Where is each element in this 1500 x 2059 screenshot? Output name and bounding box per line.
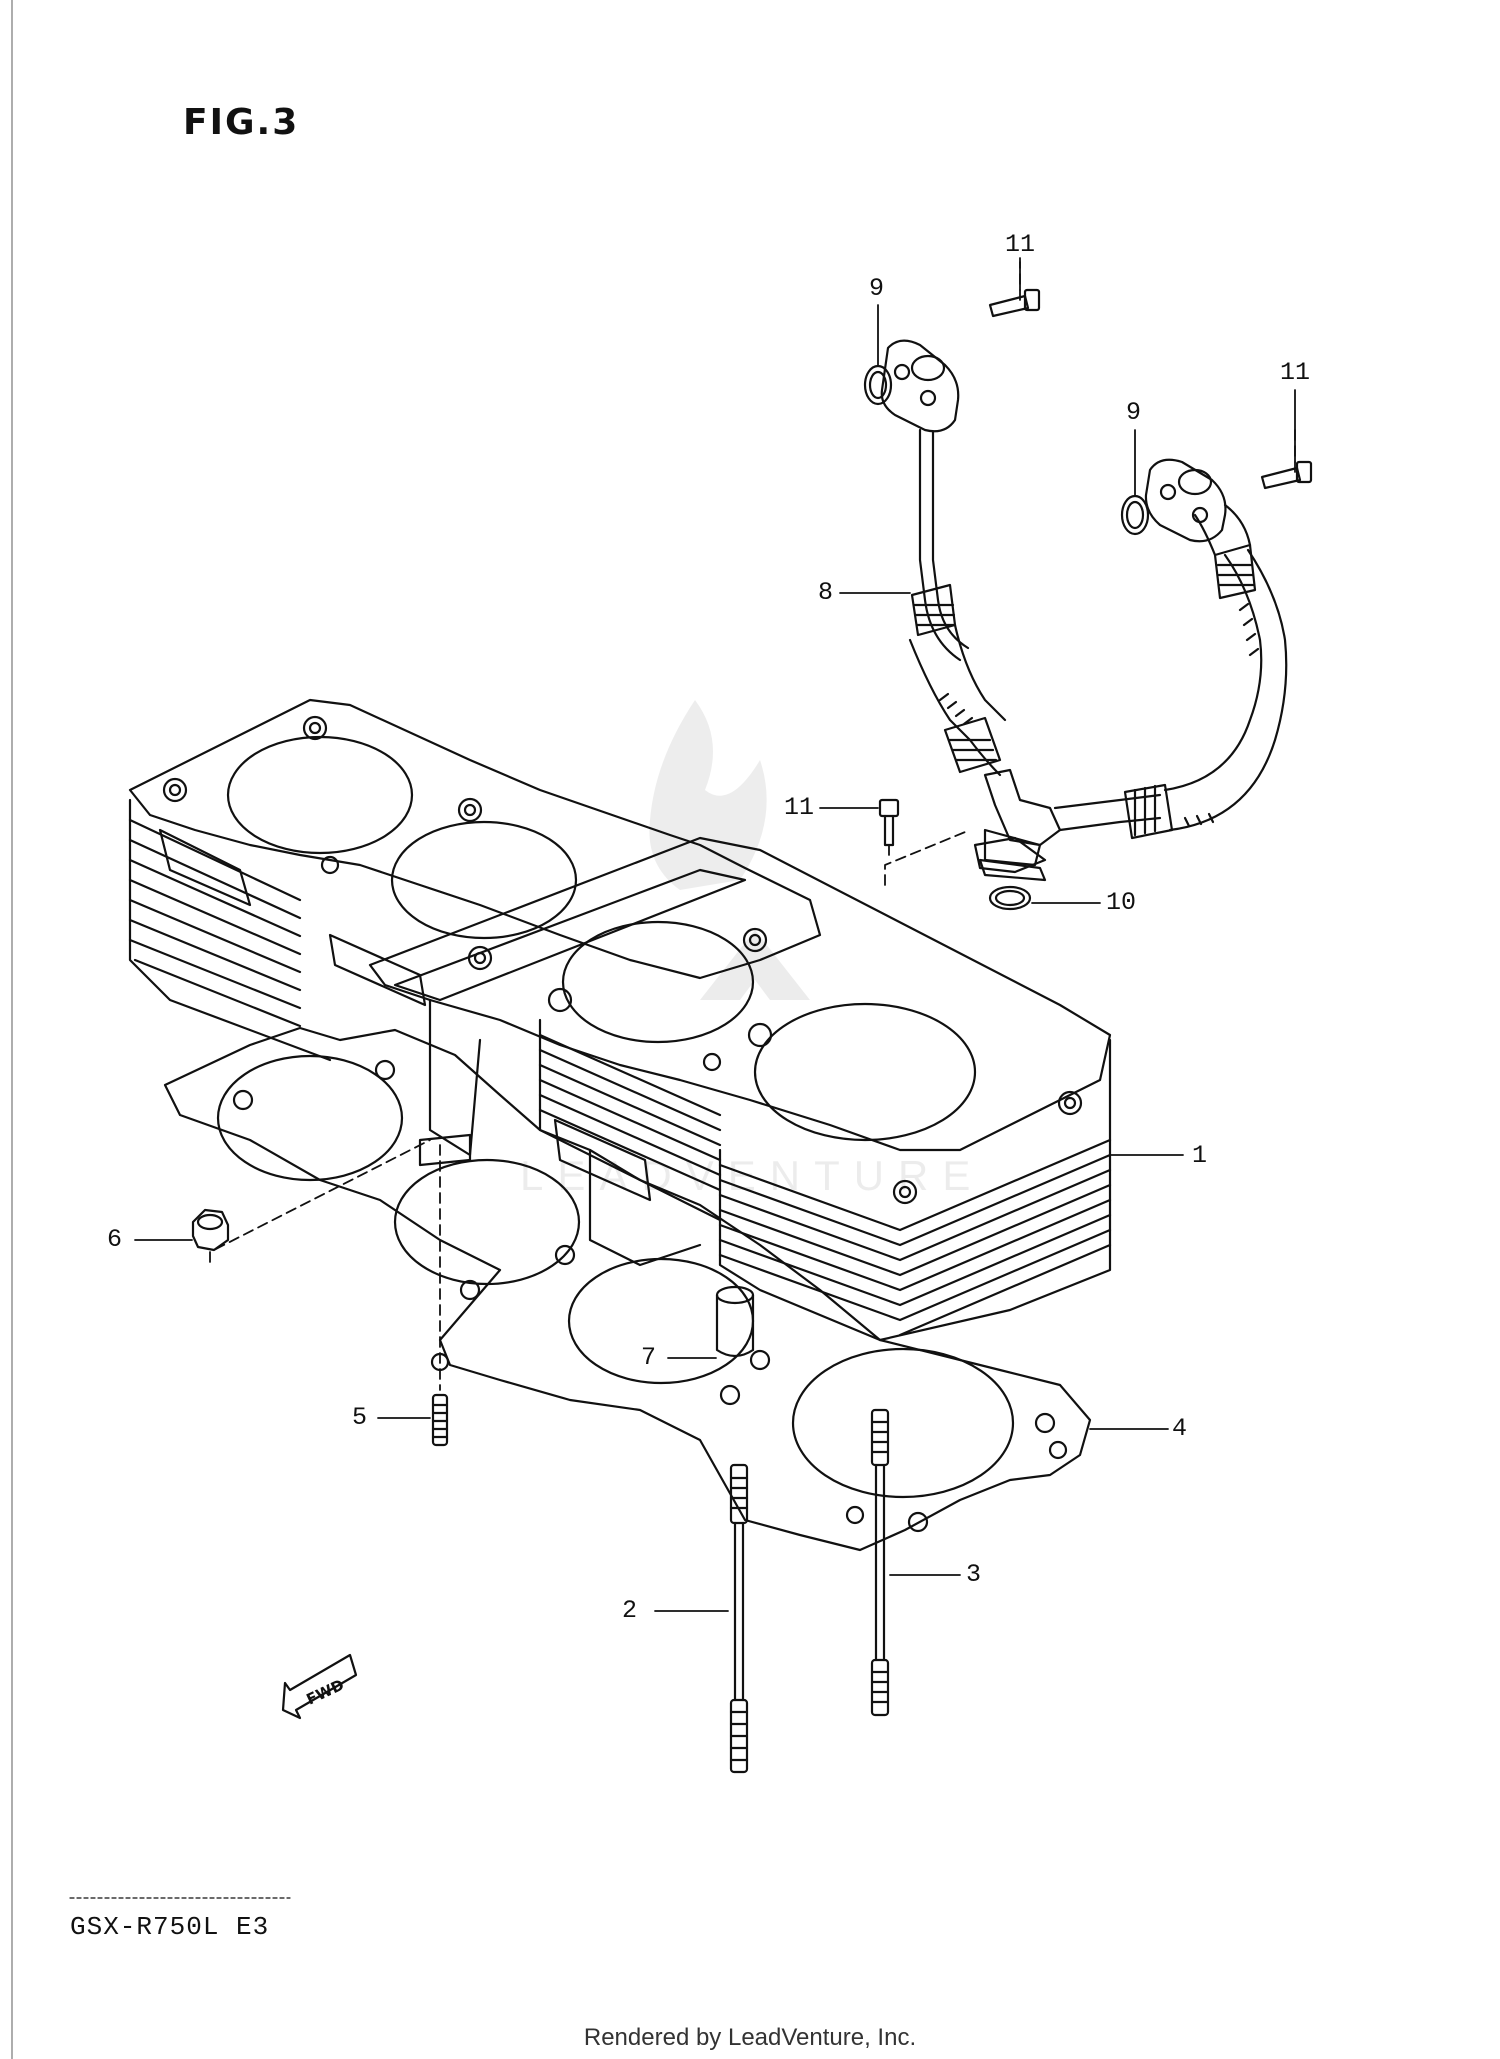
callout-4: 4: [1172, 1414, 1188, 1443]
dowel-pin: [715, 1285, 755, 1358]
callout-11-upper-left: 11: [1005, 230, 1036, 259]
callout-6: 6: [107, 1225, 123, 1254]
cylinder-base-gasket: [163, 1026, 1092, 1552]
callout-5: 5: [352, 1403, 368, 1432]
watermark-logo: LEADVENTURE: [520, 700, 970, 1199]
figure-title: FIG.3: [183, 102, 300, 143]
nut-seat: [418, 1133, 472, 1167]
footer-credit: Rendered by LeadVenture, Inc.: [583, 2024, 917, 2051]
callout-leader-lines: [134, 261, 1296, 1612]
callout-8: 8: [818, 578, 834, 607]
o-ring-upper-left: [863, 364, 893, 406]
oil-hose-assembly: [880, 339, 1288, 882]
model-code: GSX-R750L E3: [70, 1912, 270, 1942]
banjo-bolt-upper-left: [988, 288, 1041, 318]
cylinder-nut: [191, 1208, 230, 1252]
cylinder-block: [128, 698, 1112, 1342]
o-ring-tee: [988, 885, 1032, 911]
callout-11-upper-right: 11: [1280, 358, 1311, 387]
callout-11-center: 11: [784, 793, 815, 822]
callout-1: 1: [1192, 1141, 1208, 1170]
callout-7: 7: [641, 1343, 657, 1372]
cylinder-stud-long: [729, 1463, 749, 1774]
callout-9-left: 9: [869, 274, 885, 303]
callout-2: 2: [622, 1596, 638, 1625]
callout-10: 10: [1106, 888, 1137, 917]
o-ring-upper-right: [1120, 494, 1150, 536]
cylinder-stud-medium: [870, 1408, 890, 1717]
banjo-bolt-upper-right: [1260, 460, 1313, 490]
callout-3: 3: [966, 1560, 982, 1589]
forward-direction-arrow: FWD: [281, 1653, 358, 1720]
callout-9-right: 9: [1126, 398, 1142, 427]
stud-bolt-short: [431, 1393, 449, 1447]
banjo-bolt-center: [878, 798, 900, 847]
